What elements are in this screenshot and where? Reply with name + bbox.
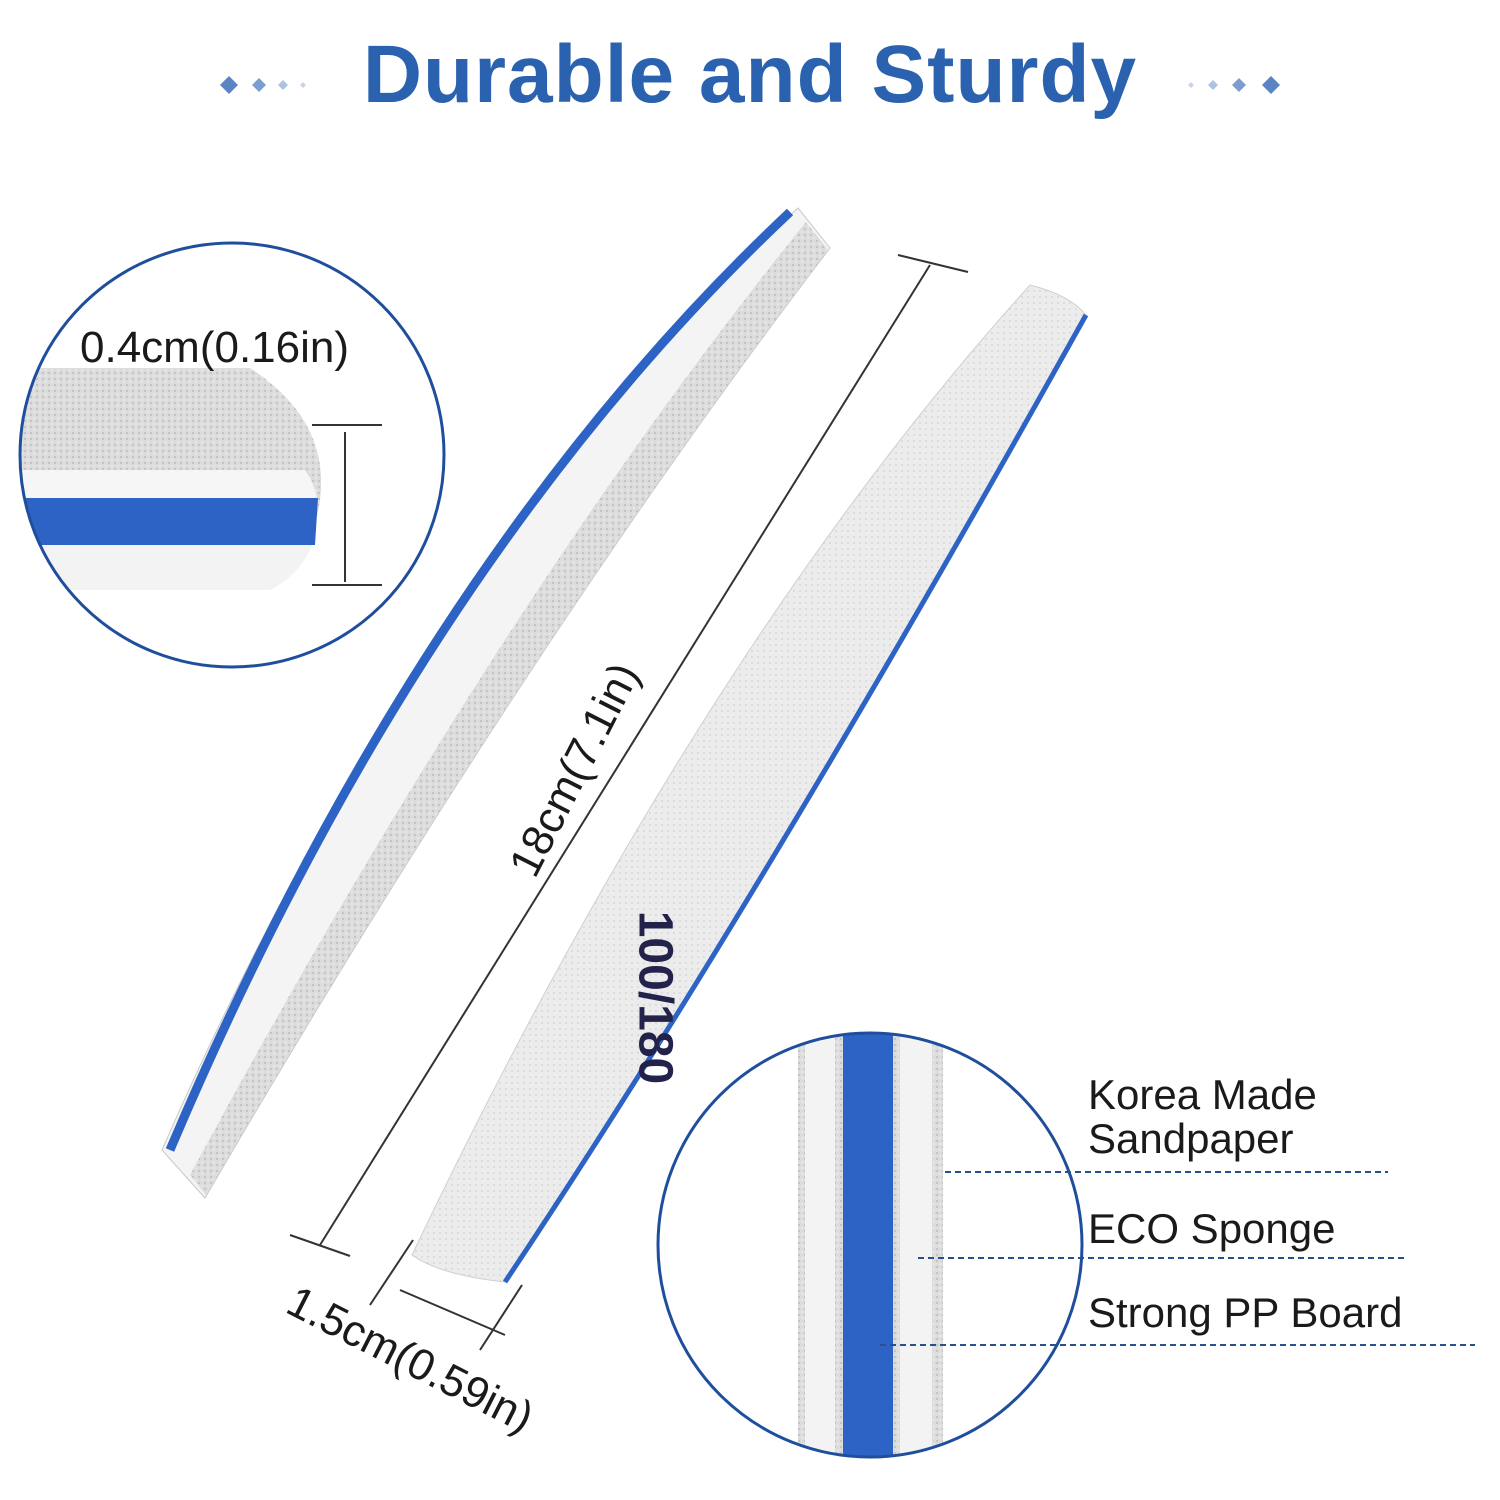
title-decoration-left <box>220 76 306 94</box>
nail-file-front <box>411 284 1089 1284</box>
layer-board-label: Strong PP Board <box>1088 1289 1403 1336</box>
layer-sandpaper-line1: Korea Made <box>1088 1071 1317 1118</box>
layer-sponge-label: ECO Sponge <box>1088 1205 1336 1252</box>
title-decoration-right <box>1188 76 1280 94</box>
layer-sandpaper-line2: Sandpaper <box>1088 1115 1294 1162</box>
layers-detail-circle <box>656 1031 1084 1459</box>
thickness-label: 0.4cm(0.16in) <box>80 323 350 372</box>
nail-file-side <box>161 207 831 1199</box>
thickness-detail-circle <box>18 241 446 669</box>
width-dimension-line <box>369 1239 523 1351</box>
layer-sandpaper-label: Korea Made Sandpaper <box>1088 1073 1317 1161</box>
grit-label: 100/180 <box>628 910 682 1085</box>
length-dimension-line <box>289 254 969 1257</box>
page-title: Durable and Sturdy <box>362 29 1138 120</box>
